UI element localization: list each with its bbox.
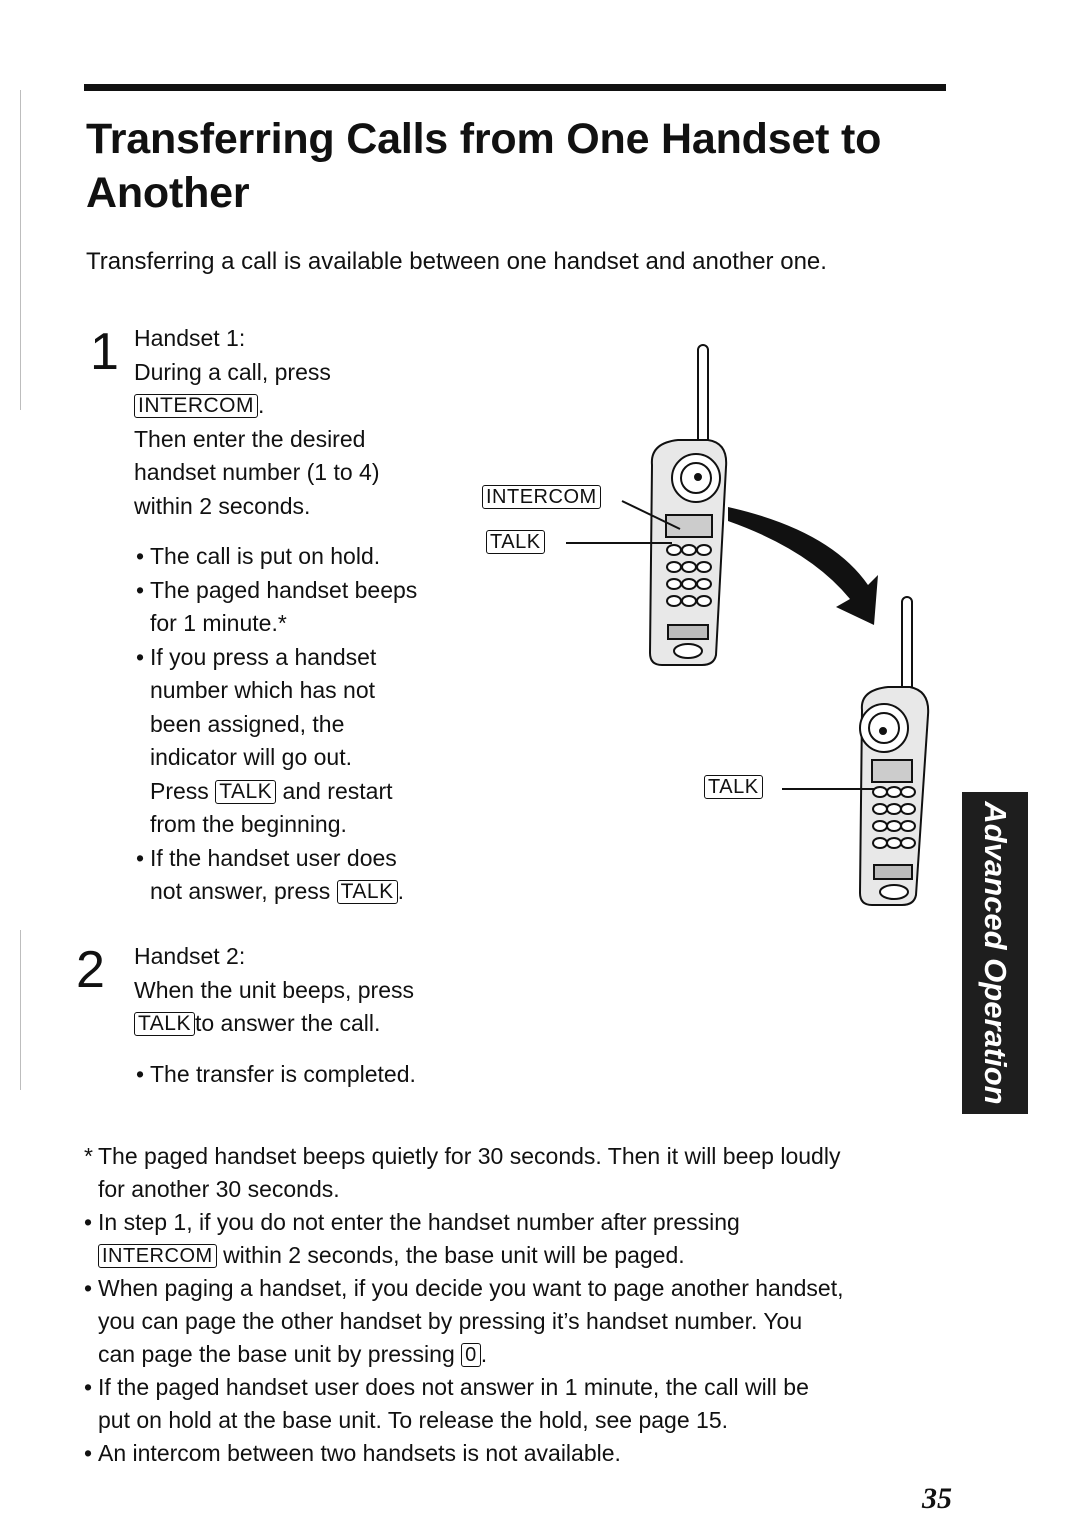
intercom-key: INTERCOM [134, 394, 258, 418]
bullet-continuation: for 1 minute.* [150, 610, 287, 636]
talk-key: TALK [336, 880, 398, 904]
note-continuation: can page the base unit by pressing 0. [98, 1341, 488, 1367]
intercom-key-label: INTERCOM [482, 485, 601, 509]
scan-edge-line [20, 90, 21, 410]
handset-drawings [566, 344, 930, 906]
section-side-tab: Advanced Operation [962, 792, 1028, 1114]
talk-key: TALK [215, 779, 277, 804]
intro-text: Transferring a call is available between… [86, 248, 827, 275]
step-1-body: Handset 1: During a call, press INTERCOM… [134, 322, 379, 523]
bullet-continuation: from the beginning. [150, 811, 347, 837]
step-1-line: Then enter the desired [134, 425, 366, 452]
step-1-line: handset number (1 to 4) [134, 459, 380, 485]
step-2-body: Handset 2: When the unit beeps, press TA… [134, 940, 414, 1041]
page-title: Transferring Calls from One Handset to A… [86, 115, 882, 217]
talk-key-label: TALK [704, 775, 763, 799]
bullet-continuation: indicator will go out. [150, 744, 352, 770]
side-tab-label: Advanced Operation [978, 801, 1013, 1105]
note-continuation: for another 30 seconds. [98, 1176, 340, 1202]
note-item: •In step 1, if you do not enter the hand… [84, 1209, 740, 1235]
step-2-bullets: •The transfer is completed. [136, 1058, 416, 1092]
talk-key-label: TALK [486, 530, 545, 554]
step-2-line: Handset 2: [134, 943, 246, 969]
bullet-item: •The transfer is completed. [136, 1061, 416, 1087]
note-item: •When paging a handset, if you decide yo… [84, 1275, 844, 1301]
bullet-continuation: been assigned, the [150, 710, 345, 737]
bullet-item: •If the handset user does [136, 844, 397, 871]
intercom-key: INTERCOM [98, 1244, 217, 1268]
note-continuation: put on hold at the base unit. To release… [98, 1407, 728, 1433]
handset-1-drawing [566, 344, 728, 666]
handset-2-drawing [782, 596, 930, 906]
bullet-item: •If you press a handset [136, 643, 377, 670]
step-1-line: During a call, press [134, 358, 331, 385]
step-1-line: INTERCOM. [134, 389, 379, 423]
notes-section: *The paged handset beeps quietly for 30 … [84, 1140, 954, 1470]
step-2-line: When the unit beeps, press [134, 976, 414, 1003]
step-1-line: Handset 1: [134, 325, 246, 351]
scan-edge-line [20, 930, 21, 1090]
bullet-continuation: not answer, press TALK. [150, 878, 405, 904]
bullet-continuation: number which has not [150, 677, 376, 703]
note-continuation: you can page the other handset by pressi… [98, 1308, 803, 1334]
step-1-number: 1 [90, 323, 119, 381]
step-1-line: within 2 seconds. [134, 492, 311, 519]
bullet-continuation: Press TALK and restart [150, 777, 393, 804]
page-number: 35 [922, 1482, 952, 1515]
bullet-item: •The paged handset beeps [136, 576, 418, 603]
zero-key: 0 [461, 1343, 481, 1367]
bullet-item: •The call is put on hold. [136, 543, 381, 569]
step-2-number: 2 [76, 941, 105, 999]
talk-key: TALK [134, 1012, 195, 1036]
handset-illustration: INTERCOM TALK TALK [470, 335, 950, 925]
note-item: •An intercom between two handsets is not… [84, 1440, 621, 1466]
title-rule [84, 84, 946, 91]
transfer-arrow-icon [728, 507, 878, 625]
note-item: •If the paged handset user does not answ… [84, 1374, 809, 1400]
step-1-bullets: •The call is put on hold. •The paged han… [136, 540, 418, 909]
note-continuation: INTERCOM within 2 seconds, the base unit… [84, 1239, 954, 1272]
note-item: *The paged handset beeps quietly for 30 … [84, 1143, 841, 1169]
